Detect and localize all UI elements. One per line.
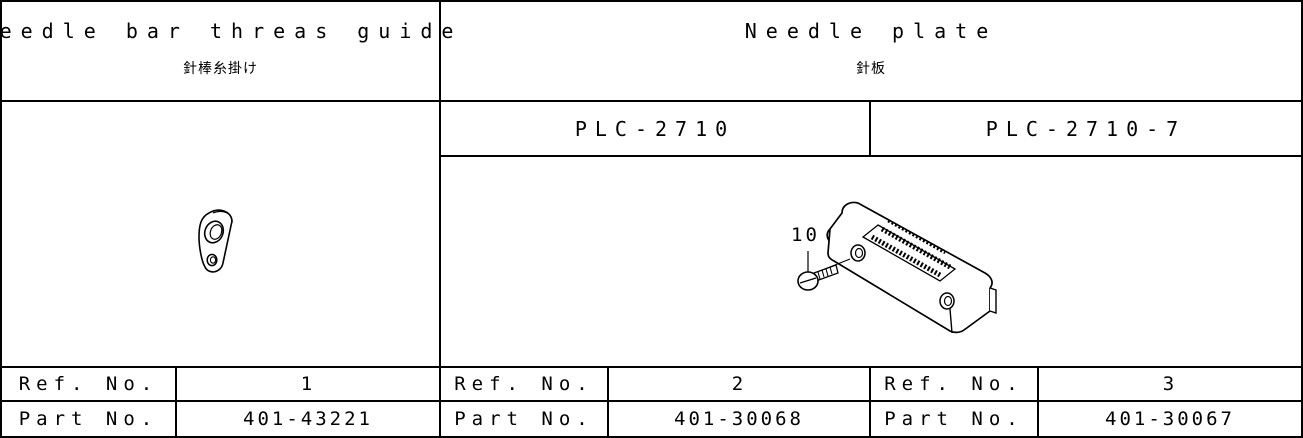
ref-no-label-2: Ref. No. [454, 373, 594, 395]
part-no-value-2: 401-30068 [674, 408, 804, 430]
grid-line-left [0, 0, 2, 438]
thread-guide-illustration [198, 209, 233, 273]
ref-no-label-3: Ref. No. [884, 373, 1024, 395]
right-section-subtitle: 針板 [856, 61, 886, 77]
ref-no-value-1: 1 [300, 373, 316, 395]
ref-no-value-3: 3 [1162, 373, 1178, 395]
callout-label: 10 [791, 224, 820, 246]
grid-line-label-col-2 [607, 366, 609, 438]
grid-line-top [0, 0, 1303, 2]
grid-line-label-col-3 [1037, 366, 1039, 438]
grid-line-model-divider [869, 100, 871, 156]
right-section-title: Needle plate [744, 19, 998, 43]
ref-no-label-1: Ref. No. [18, 373, 159, 395]
part-no-label-1: Part No. [18, 408, 159, 430]
grid-line-bottom [0, 436, 1303, 438]
needle-plate-illustration [797, 201, 997, 334]
grid-line-right [1301, 0, 1303, 438]
part-no-value-3: 401-30067 [1105, 408, 1235, 430]
grid-line-part-divider [869, 366, 871, 438]
part-no-label-2: Part No. [454, 408, 594, 430]
grid-line-model-bottom [439, 155, 1303, 157]
left-section-title: Needle bar threas guide [0, 19, 463, 43]
grid-line-ref-bottom [0, 400, 1303, 402]
model-label-1: PLC-2710 [574, 116, 736, 141]
grid-line-header-bottom [0, 100, 1303, 102]
grid-line-image-bottom [0, 366, 1303, 368]
model-label-2: PLC-2710-7 [985, 116, 1187, 141]
part-no-label-3: Part No. [884, 408, 1024, 430]
ref-no-value-2: 2 [731, 373, 747, 395]
part-no-value-1: 401-43221 [243, 408, 373, 430]
left-section-subtitle: 針棒糸掛け [183, 61, 258, 77]
grid-line-label-col-1 [175, 366, 177, 438]
grid-line-section-divider [439, 0, 441, 438]
